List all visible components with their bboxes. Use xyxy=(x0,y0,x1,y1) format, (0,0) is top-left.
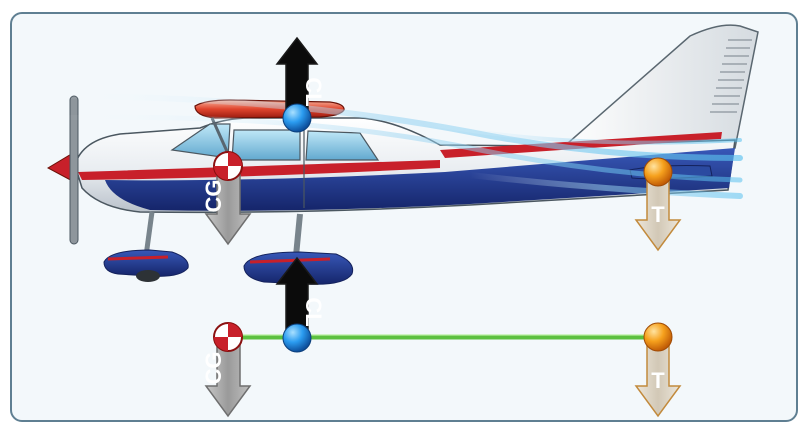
airflow-streaks xyxy=(47,93,743,199)
cg-label-top: CG xyxy=(201,180,226,213)
nose-wheel xyxy=(136,270,160,282)
nose-gear-strut xyxy=(143,211,155,257)
fuselage-blue-stripe xyxy=(105,148,735,211)
fuselage-red-stripe xyxy=(78,160,440,180)
tail-force-arrow-top: T xyxy=(634,171,682,252)
lift-arrow-top: CL xyxy=(275,36,326,119)
cabin-window-rear xyxy=(305,130,380,161)
center-of-gravity-symbol-bottom xyxy=(213,322,243,352)
tail-force-ball-top xyxy=(643,157,673,187)
lift-arrow-bottom: CL xyxy=(275,256,326,339)
tail-label-bottom: T xyxy=(651,368,665,393)
lift-label-top: CL xyxy=(301,77,326,106)
tail-red-stripe xyxy=(440,132,722,158)
weight-arrow-bottom: CG xyxy=(201,336,252,418)
main-gear-strut xyxy=(293,213,303,257)
vertical-stabilizer xyxy=(557,24,759,151)
tail-force-ball-bottom xyxy=(643,322,673,352)
windshield xyxy=(170,123,231,159)
main-fairing-stripe xyxy=(249,257,331,264)
tail-vent-lines xyxy=(710,39,752,113)
cabin-window-front xyxy=(231,129,301,161)
cg-label-bottom: CG xyxy=(201,352,226,385)
center-of-gravity-symbol-top xyxy=(213,151,243,181)
center-of-lift-ball-bottom xyxy=(282,323,312,353)
nose-fairing-stripe xyxy=(107,255,169,261)
center-of-lift-ball-top xyxy=(282,103,312,133)
lift-label-bottom: CL xyxy=(301,297,326,326)
tail-label-top: T xyxy=(651,202,665,227)
tail-force-arrow-bottom: T xyxy=(634,336,682,418)
